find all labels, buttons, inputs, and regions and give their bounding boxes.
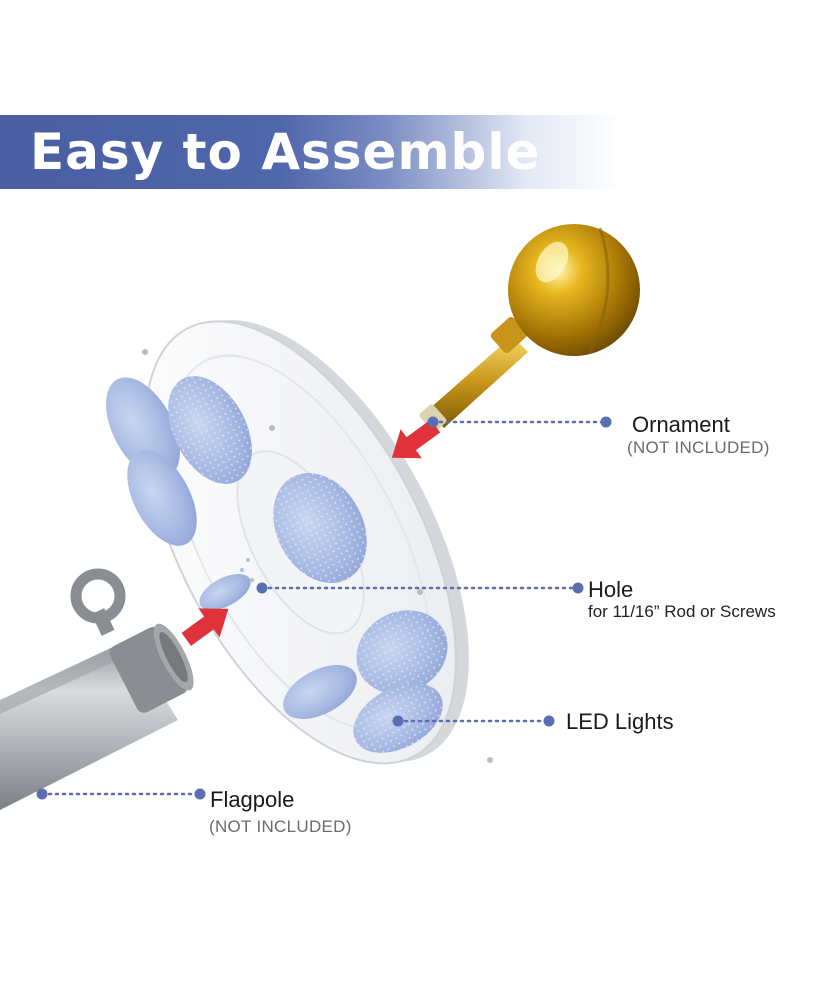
ornament-label: Ornament	[632, 412, 730, 437]
leader-dots	[36, 416, 612, 800]
leader-lines	[40, 420, 608, 796]
hole-label: Hole	[588, 577, 634, 602]
flagpole-label: Flagpole	[210, 787, 295, 812]
banner-title: Easy to Assemble	[30, 123, 541, 181]
flagpole-tube	[0, 568, 194, 810]
flagpole-note: (NOT INCLUDED)	[209, 817, 352, 836]
gold-ornament	[419, 224, 640, 432]
ornament-note: (NOT INCLUDED)	[627, 438, 770, 457]
hole-note: for 11/16” Rod or Screws	[588, 602, 776, 621]
led-light-panels	[106, 376, 448, 753]
red-arrow-flagpole	[181, 608, 229, 646]
led-label: LED Lights	[566, 709, 674, 734]
title-banner	[0, 115, 620, 189]
red-arrow-ornament	[391, 419, 441, 459]
